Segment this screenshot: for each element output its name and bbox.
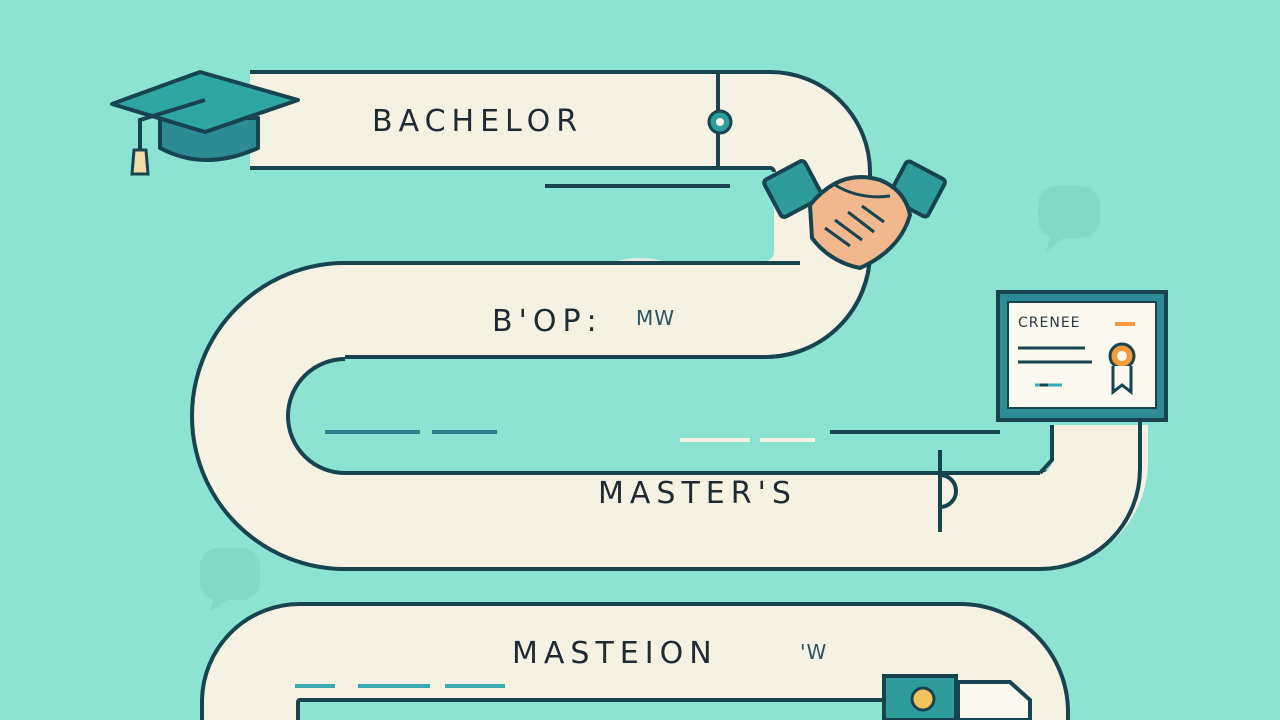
bachelor-label: BACHELOR (372, 104, 584, 139)
bottom-scribble: 'W (800, 640, 828, 664)
badge-icon (882, 674, 1032, 720)
certificate-title: CRENEE (1018, 315, 1081, 331)
handshake-icon (762, 159, 947, 270)
certificate-icon (996, 290, 1168, 422)
middle-label: B'OP: (492, 304, 603, 339)
chat-bubble-icon (1038, 186, 1100, 252)
road-segment-middle (191, 263, 1040, 569)
chat-bubble-icon (200, 548, 260, 612)
bottom-label: MASTEION (512, 636, 718, 671)
graduation-cap-icon (110, 70, 300, 176)
masters-label: MASTER'S (598, 476, 797, 511)
middle-scribble: MW (636, 306, 676, 330)
